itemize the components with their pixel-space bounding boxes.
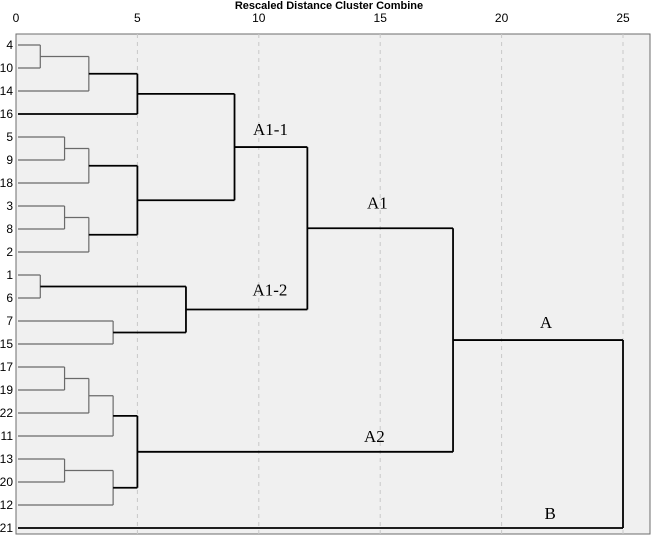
x-tick-label-20: 20 [495, 11, 509, 25]
plot-area [15, 33, 651, 535]
leaf-label-4: 4 [6, 38, 13, 52]
cluster-label-a: A [540, 313, 553, 332]
x-axis-ticks: 0 5 10 15 20 25 [13, 11, 630, 25]
leaf-label-21: 21 [0, 521, 13, 535]
leaf-label-6: 6 [6, 291, 13, 305]
x-tick-label-10: 10 [252, 11, 266, 25]
cluster-label-a1: A1 [367, 193, 388, 212]
leaf-label-10: 10 [0, 61, 13, 75]
leaf-label-14: 14 [0, 84, 13, 98]
leaf-label-22: 22 [0, 406, 13, 420]
x-tick-label-5: 5 [134, 11, 141, 25]
leaf-label-19: 19 [0, 383, 13, 397]
leaf-label-17: 17 [0, 360, 13, 374]
x-tick-label-0: 0 [13, 11, 20, 25]
leaf-label-5: 5 [6, 130, 13, 144]
leaf-label-13: 13 [0, 452, 13, 466]
cluster-label-a1-2: A1-2 [252, 281, 287, 300]
leaf-label-12: 12 [0, 498, 13, 512]
dendrogram-branches [18, 44, 624, 529]
x-tick-label-15: 15 [374, 11, 388, 25]
cluster-label-a2: A2 [364, 427, 385, 446]
cluster-label-b: B [544, 504, 555, 523]
chart-title: Rescaled Distance Cluster Combine [235, 0, 423, 12]
leaf-label-9: 9 [6, 153, 13, 167]
leaf-label-18: 18 [0, 176, 13, 190]
leaf-label-15: 15 [0, 337, 13, 351]
leaf-label-7: 7 [6, 314, 13, 328]
x-tick-label-25: 25 [616, 11, 630, 25]
leaf-label-20: 20 [0, 475, 13, 489]
leaf-label-16: 16 [0, 107, 13, 121]
leaf-label-3: 3 [6, 199, 13, 213]
leaf-label-1: 1 [6, 268, 13, 282]
leaf-label-11: 11 [1, 429, 14, 443]
cluster-label-a1-1: A1-1 [253, 120, 288, 139]
leaf-label-2: 2 [6, 245, 13, 259]
leaf-label-8: 8 [6, 222, 13, 236]
